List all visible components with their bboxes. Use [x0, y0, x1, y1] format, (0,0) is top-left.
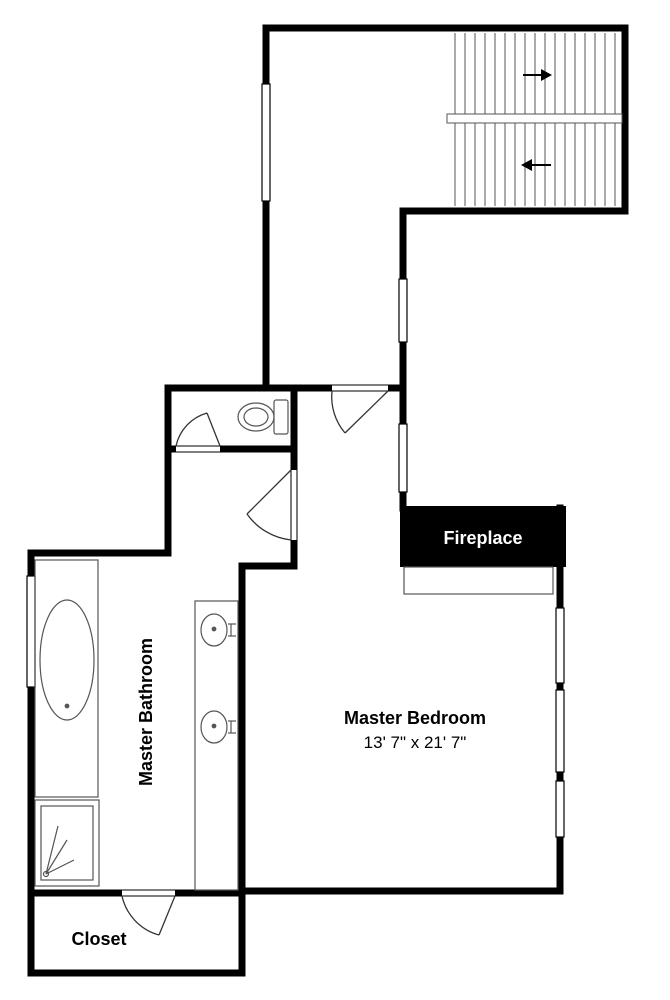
- wall-bath-bedroom: [238, 384, 298, 897]
- fireplace-hearth: [403, 566, 554, 595]
- door-closet: [121, 889, 176, 936]
- arrow-right-icon: [523, 69, 552, 81]
- window-hall-right: [398, 278, 408, 343]
- fireplace-block: [400, 506, 566, 567]
- windows: [26, 83, 565, 838]
- stair-arrows: [521, 69, 552, 171]
- bathtub-icon: [34, 559, 99, 798]
- window-bedroom-1: [555, 607, 565, 684]
- walls: [27, 24, 629, 977]
- room-label-closet: Closet: [71, 929, 126, 949]
- wall-bath-outer: [27, 384, 172, 897]
- stair-landing: [446, 113, 623, 124]
- stair-treads-top: [464, 33, 616, 114]
- door-hall: [331, 384, 389, 434]
- arrow-left-icon: [521, 159, 551, 171]
- wall-closet: [27, 889, 246, 977]
- doors: [121, 384, 389, 936]
- fireplace: Fireplace: [400, 506, 566, 595]
- door-bath: [246, 469, 298, 541]
- sink-icon: [200, 710, 236, 744]
- shower-icon: [34, 799, 100, 887]
- room-label-master-bedroom: Master Bedroom: [344, 708, 486, 728]
- door-wc: [175, 412, 221, 453]
- window-bath: [26, 575, 36, 688]
- sink-icon: [200, 613, 236, 647]
- fireplace-label: Fireplace: [443, 528, 522, 548]
- room-dimensions-master-bedroom: 13' 7" x 21' 7": [364, 733, 467, 752]
- window-bedroom-3: [555, 780, 565, 838]
- window-hall-right-2: [398, 423, 408, 493]
- bathroom-fixtures: [34, 399, 289, 891]
- staircase: [446, 33, 623, 206]
- toilet-icon: [237, 399, 289, 435]
- room-label-master-bathroom: Master Bathroom: [136, 638, 156, 786]
- vanity-counter: [194, 600, 239, 891]
- wall-upper-left: [262, 24, 629, 512]
- window-bedroom-2: [555, 689, 565, 773]
- window-hall-left: [261, 83, 271, 202]
